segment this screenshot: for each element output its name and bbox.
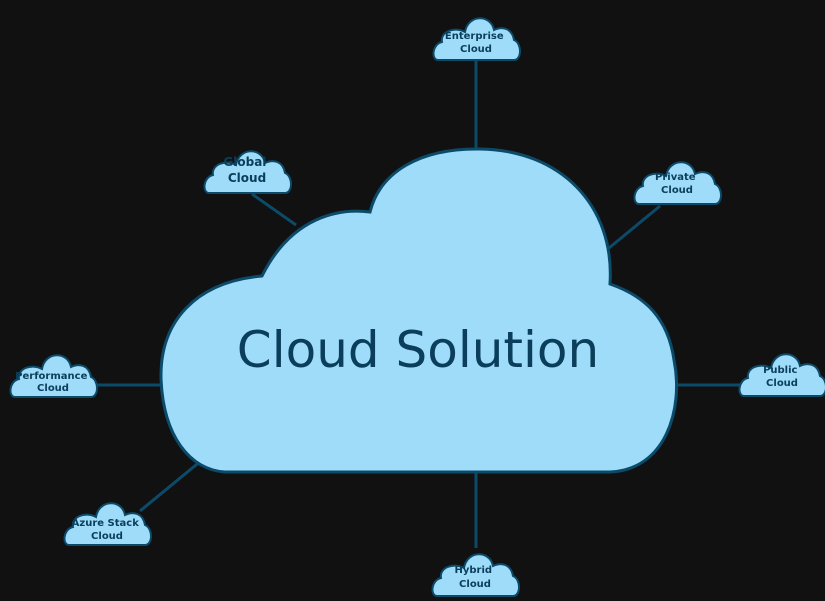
node-public-cloud[interactable]: Public Cloud bbox=[738, 353, 825, 397]
node-label-line1: Enterprise bbox=[445, 31, 504, 42]
node-label-line2: Cloud bbox=[766, 378, 798, 389]
node-enterprise-cloud[interactable]: Enterprise Cloud bbox=[432, 17, 521, 61]
connector-private bbox=[608, 204, 661, 250]
main-cloud: Cloud Solution bbox=[159, 147, 679, 474]
node-label-line1: Performance bbox=[15, 371, 87, 382]
node-label-line1: Hybrid bbox=[454, 565, 492, 576]
node-label-line2: Cloud bbox=[37, 383, 69, 394]
node-label-line1: Global bbox=[223, 155, 266, 169]
node-global-cloud[interactable]: Global Cloud bbox=[203, 150, 292, 194]
node-label-line2: Cloud bbox=[661, 185, 693, 196]
node-azure-stack-cloud[interactable]: Azure Stack Cloud bbox=[63, 502, 152, 546]
node-hybrid-cloud[interactable]: Hybrid Cloud bbox=[431, 553, 520, 597]
node-label-line2: Cloud bbox=[228, 171, 266, 185]
cloud-icon bbox=[633, 161, 722, 205]
main-cloud-shape bbox=[159, 147, 679, 474]
node-label-line1: Public bbox=[763, 365, 797, 376]
svg-text:Public Cloud: Public Cloud bbox=[763, 365, 801, 389]
svg-text:Private Cloud: Private Cloud bbox=[655, 172, 699, 196]
main-title: Cloud Solution bbox=[237, 321, 599, 379]
connector-azure bbox=[139, 458, 203, 513]
svg-text:Performance Cloud: Performance Cloud bbox=[15, 371, 91, 394]
node-label-line1: Private bbox=[655, 172, 696, 183]
node-label-line2: Cloud bbox=[91, 531, 123, 542]
node-label-line2: Cloud bbox=[460, 44, 492, 55]
svg-text:Enterprise Cloud: Enterprise Cloud bbox=[445, 31, 507, 55]
node-label-line2: Cloud bbox=[459, 579, 491, 590]
connectors bbox=[96, 60, 740, 548]
svg-text:Hybrid Cloud: Hybrid Cloud bbox=[454, 565, 495, 590]
node-private-cloud[interactable]: Private Cloud bbox=[633, 161, 722, 205]
connector-global bbox=[251, 192, 297, 227]
node-performance-cloud[interactable]: Performance Cloud bbox=[9, 354, 98, 398]
svg-text:Global Cloud: Global Cloud bbox=[223, 155, 270, 185]
svg-text:Azure Stack Cloud: Azure Stack Cloud bbox=[72, 518, 143, 542]
node-label-line1: Azure Stack bbox=[72, 518, 140, 529]
